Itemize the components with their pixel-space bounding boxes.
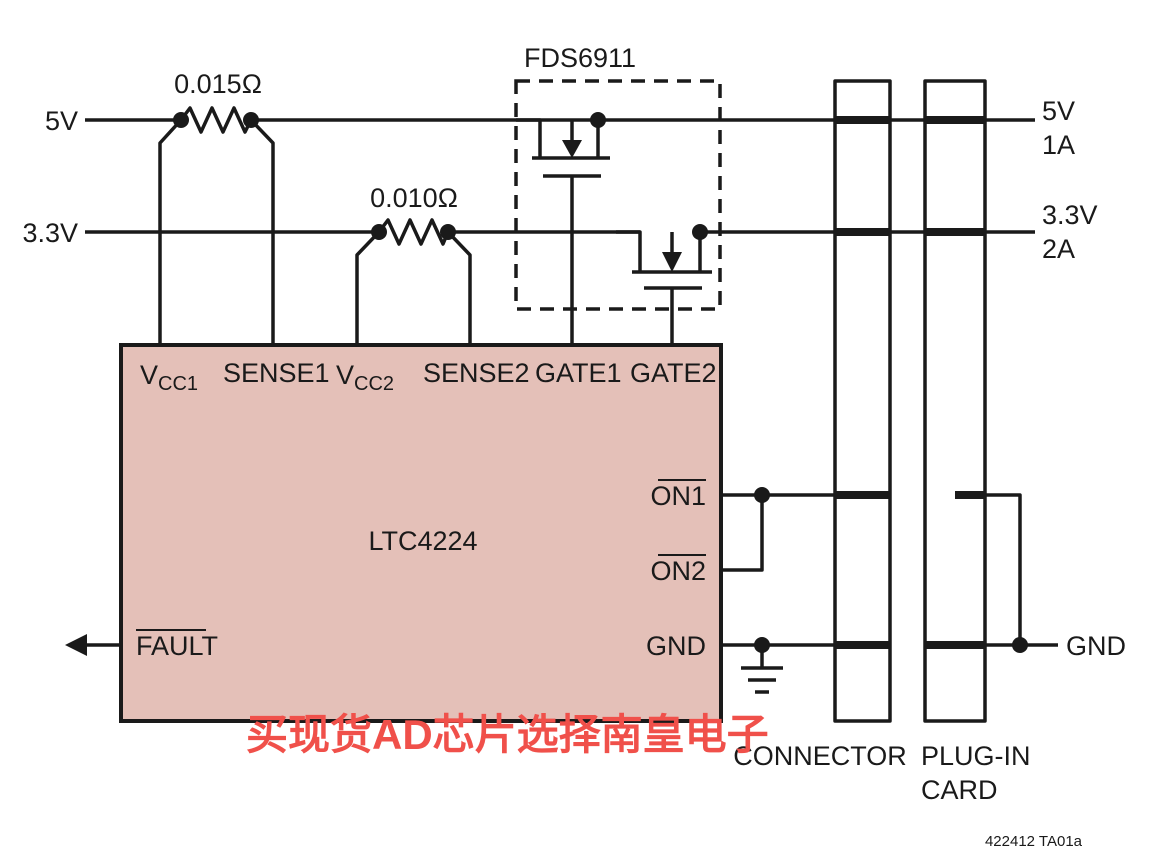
vcc2-trace xyxy=(355,230,381,345)
connector-label: CONNECTOR xyxy=(733,741,907,771)
pin-sense2-label: SENSE2 xyxy=(423,358,530,388)
output-gnd-label: GND xyxy=(1066,631,1126,661)
mosfet1-arrow xyxy=(562,140,582,158)
figure-id: 422412 TA01a xyxy=(985,833,1083,850)
sense2-trace xyxy=(446,230,472,345)
vcc1-trace xyxy=(158,118,183,345)
mosfet1-drain-lead xyxy=(516,118,542,158)
junction-on xyxy=(754,487,770,503)
fault-arrow-head xyxy=(65,634,87,656)
pin-sense1-label: SENSE1 xyxy=(223,358,330,388)
output-5v-current: 1A xyxy=(1042,130,1075,160)
resistor-r1-value: 0.015Ω xyxy=(174,69,262,99)
pin-gate2-label: GATE2 xyxy=(630,358,717,388)
ic-name: LTC4224 xyxy=(368,526,477,556)
on2-wire xyxy=(721,495,764,572)
plugin-card-label-line2: CARD xyxy=(921,775,998,805)
pin-on2-label: ON2 xyxy=(650,556,706,586)
mosfet-part-label: FDS6911 xyxy=(524,43,636,73)
output-3v3-current: 2A xyxy=(1042,234,1075,264)
pin-vcc1-label: VCC1 xyxy=(140,360,198,395)
junction-r2-right xyxy=(440,224,456,240)
pin-gnd-label: GND xyxy=(646,631,706,661)
pin-gate1-label: GATE1 xyxy=(535,358,622,388)
watermark-text: 买现货AD芯片选择南皇电子 xyxy=(246,711,769,758)
ic-body xyxy=(119,343,723,723)
plugin-card-label-line1: PLUG-IN xyxy=(921,741,1031,771)
resistor-r1-zigzag xyxy=(179,106,253,134)
junction-card-gnd xyxy=(1012,637,1028,653)
output-5v-voltage: 5V xyxy=(1042,96,1075,126)
output-3v3-voltage: 3.3V xyxy=(1042,200,1098,230)
junction-r1-right xyxy=(243,112,259,128)
junction-r1-left xyxy=(173,112,189,128)
rail-3v3-label: 3.3V xyxy=(22,218,78,248)
junction-mosfet2-source xyxy=(692,224,708,240)
mosfet2-arrow xyxy=(662,252,682,272)
pin-vcc2-label: VCC2 xyxy=(336,360,394,395)
card-on-loop-wire xyxy=(955,493,1022,645)
resistor-r2-zigzag xyxy=(377,218,450,246)
pin-on1-label: ON1 xyxy=(650,481,706,511)
junction-gnd xyxy=(754,637,770,653)
rail-5v-label: 5V xyxy=(45,106,78,136)
mosfet-package-outline xyxy=(514,79,722,311)
sense1-trace xyxy=(249,118,275,345)
pin-fault-label: FAULT xyxy=(136,631,218,661)
plugin-card-body xyxy=(923,79,987,723)
junction-mosfet1-source xyxy=(590,112,606,128)
junction-r2-left xyxy=(371,224,387,240)
connector-body xyxy=(833,79,892,723)
resistor-r2-value: 0.010Ω xyxy=(370,183,458,213)
mosfet2-drain-lead xyxy=(616,230,642,272)
